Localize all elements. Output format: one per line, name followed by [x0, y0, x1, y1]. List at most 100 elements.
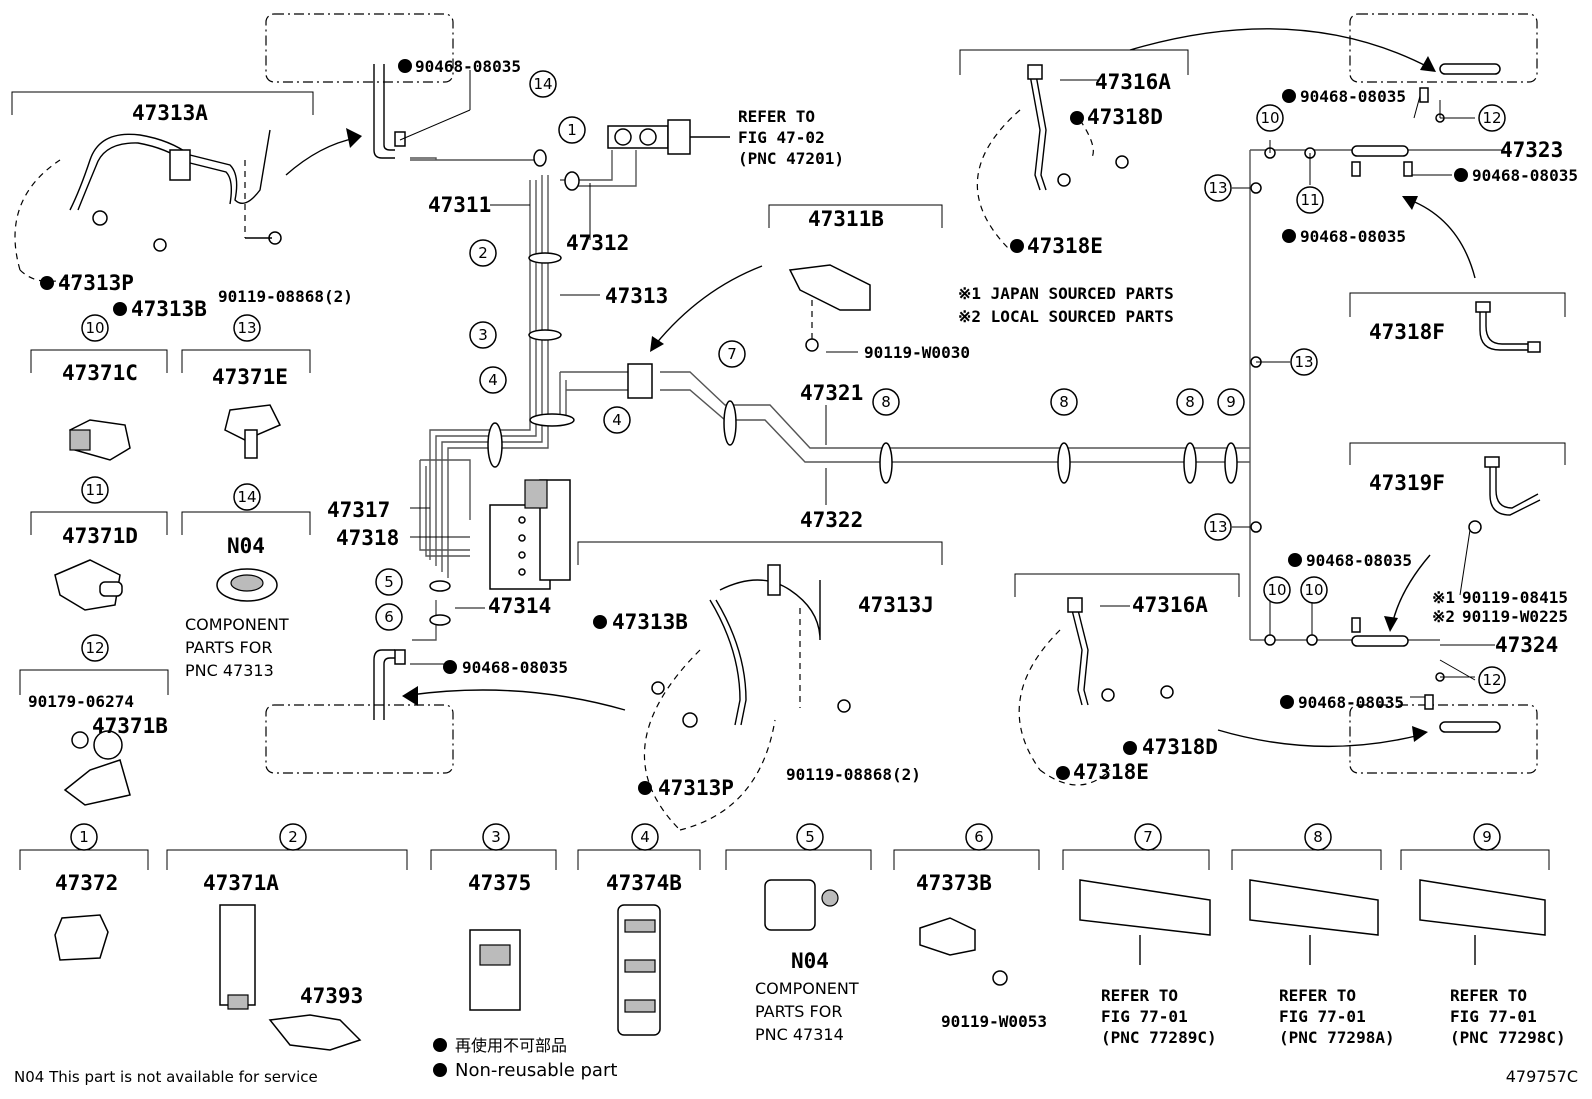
svg-text:12: 12 [1482, 671, 1501, 689]
svg-text:1: 1 [567, 121, 577, 139]
svg-text:6: 6 [974, 828, 984, 846]
svg-text:8: 8 [1059, 393, 1069, 411]
callout-12-left: 12 [81, 634, 109, 662]
callout-circles: 14 1 2 3 4 4 5 6 7 8 8 8 9 10 11 12 13 1… [70, 70, 1506, 851]
svg-text:FIG 47-02: FIG 47-02 [738, 128, 825, 147]
label-47393: 47393 [300, 984, 363, 1008]
abs-actuator [489, 479, 571, 590]
callout-3-main: 3 [469, 321, 497, 349]
svg-text:11: 11 [1300, 191, 1319, 209]
leader-lines [399, 70, 1505, 698]
callout-12-top: 12 [1478, 104, 1506, 132]
diagram-code: 479757C [1506, 1067, 1578, 1086]
callout-1-top: 1 [558, 116, 586, 144]
label-47373B: 47373B [916, 871, 992, 895]
svg-text:8: 8 [1185, 393, 1195, 411]
assembly-47319F [1349, 442, 1566, 534]
arrows [285, 28, 1476, 748]
label-N04-left: N04 [227, 534, 265, 558]
label-90468-08035-bottom-left: 90468-08035 [462, 658, 568, 677]
label-47313: 47313 [605, 284, 668, 308]
svg-text:2: 2 [478, 244, 488, 262]
label-47318D-bottom: 47318D [1142, 735, 1218, 759]
label-47371D: 47371D [62, 524, 138, 548]
non-reusable-markers [40, 59, 1468, 1077]
svg-text:4: 4 [640, 828, 650, 846]
svg-text:(PNC 77289C): (PNC 77289C) [1101, 1028, 1217, 1047]
svg-text:10: 10 [85, 319, 104, 337]
callout-5-main: 5 [375, 568, 403, 596]
label-N04-bottom: N04 [791, 949, 829, 973]
label-90119-W0030: 90119-W0030 [864, 343, 970, 362]
callout-9-main: 9 [1217, 388, 1245, 416]
label-90119-08868-left: 90119-08868(2) [218, 287, 353, 306]
svg-text:COMPONENT: COMPONENT [755, 979, 859, 998]
svg-text:REFER TO: REFER TO [1450, 986, 1527, 1005]
callout-4-bottom: 4 [631, 823, 659, 851]
svg-text:1: 1 [79, 828, 89, 846]
label-47317: 47317 [327, 498, 390, 522]
detail-view-bottom-right [1349, 704, 1538, 774]
svg-text:(PNC 77298A): (PNC 77298A) [1279, 1028, 1395, 1047]
component-note-47314: COMPONENT PARTS FOR PNC 47314 [755, 979, 859, 1044]
svg-text:10: 10 [1267, 581, 1286, 599]
callout-8-bottom: 8 [1304, 823, 1332, 851]
detail-view-top-left [265, 13, 454, 83]
label-47313B: 47313B [131, 297, 207, 321]
svg-text:2: 2 [288, 828, 298, 846]
svg-text:※1: ※1 [1432, 588, 1455, 607]
label-90468-08035-r5: 90468-08035 [1298, 693, 1404, 712]
svg-text:12: 12 [85, 639, 104, 657]
svg-text:※2: ※2 [1432, 607, 1455, 626]
svg-text:13: 13 [1208, 518, 1227, 536]
label-90119-W0053: 90119-W0053 [941, 1012, 1047, 1031]
callout-3-bottom: 3 [482, 823, 510, 851]
callout-11-left: 11 [81, 476, 109, 504]
label-47313J: 47313J [858, 593, 934, 617]
svg-text:4: 4 [488, 371, 498, 389]
svg-text:13: 13 [1294, 353, 1313, 371]
svg-text:※1 JAPAN SOURCED PARTS: ※1 JAPAN SOURCED PARTS [958, 284, 1174, 303]
callout-10-top: 10 [1256, 104, 1284, 132]
svg-text:PNC 47313: PNC 47313 [185, 661, 274, 680]
label-90179-06274: 90179-06274 [28, 692, 134, 711]
svg-text:PARTS FOR: PARTS FOR [185, 638, 272, 657]
label-47313B-mid: 47313B [612, 610, 688, 634]
three-way-joint [627, 363, 653, 399]
label-47323: 47323 [1500, 138, 1563, 162]
part-number-labels: 47313A 47313P 47313B 90119-08868(2) 9046… [28, 57, 1578, 1031]
callout-10-left: 10 [81, 314, 109, 342]
label-47371E: 47371E [212, 365, 288, 389]
label-47322: 47322 [800, 508, 863, 532]
source-notes: ※1 JAPAN SOURCED PARTS ※2 LOCAL SOURCED … [958, 284, 1455, 626]
svg-text:8: 8 [881, 393, 891, 411]
svg-text:(PNC 47201): (PNC 47201) [738, 149, 844, 168]
svg-text:REFER TO: REFER TO [738, 107, 815, 126]
callout-14-left: 14 [233, 483, 261, 511]
svg-text:10: 10 [1304, 581, 1323, 599]
label-47375: 47375 [468, 871, 531, 895]
svg-text:COMPONENT: COMPONENT [185, 615, 289, 634]
svg-text:5: 5 [805, 828, 815, 846]
svg-text:10: 10 [1260, 109, 1279, 127]
callout-1-bottom: 1 [70, 823, 98, 851]
label-47374B: 47374B [606, 871, 682, 895]
callout-2-bottom: 2 [279, 823, 307, 851]
svg-text:※2 LOCAL SOURCED PARTS: ※2 LOCAL SOURCED PARTS [958, 307, 1174, 326]
callout-13-a: 13 [1204, 174, 1232, 202]
svg-text:8: 8 [1313, 828, 1323, 846]
callout-7-bottom: 7 [1134, 823, 1162, 851]
label-47316A-bottom: 47316A [1132, 593, 1208, 617]
svg-text:FIG 77-01: FIG 77-01 [1450, 1007, 1537, 1026]
callout-11-top: 11 [1296, 186, 1324, 214]
svg-text:3: 3 [478, 326, 488, 344]
callout-4-right: 4 [603, 406, 631, 434]
label-47318: 47318 [336, 526, 399, 550]
label-47316A-top: 47316A [1095, 70, 1171, 94]
callout-6-bottom: 6 [965, 823, 993, 851]
refer-note-9: REFER TO FIG 77-01 (PNC 77298C) [1450, 986, 1566, 1047]
label-47313P-mid: 47313P [658, 776, 734, 800]
callout-2-main: 2 [469, 239, 497, 267]
svg-text:(PNC 77298C): (PNC 77298C) [1450, 1028, 1566, 1047]
svg-text:FIG 77-01: FIG 77-01 [1101, 1007, 1188, 1026]
